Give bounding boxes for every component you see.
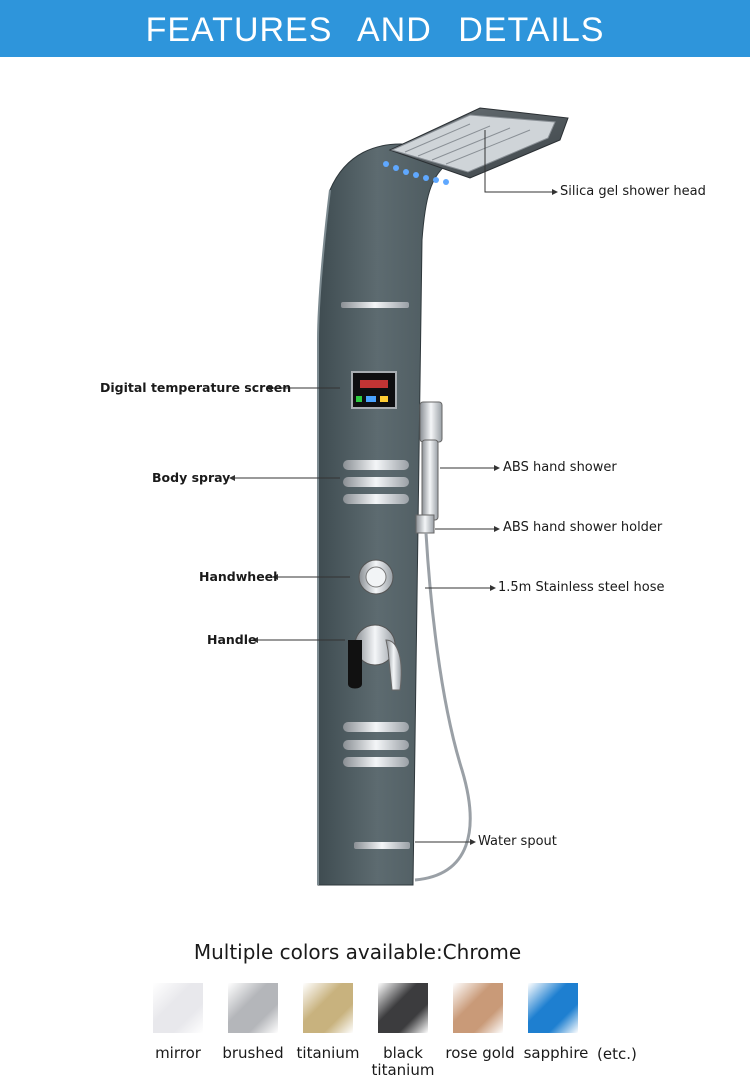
callout-hose: 1.5m Stainless steel hose <box>498 580 665 595</box>
swatch-label-titanium: titanium <box>296 1044 360 1062</box>
page-title: FEATURES AND DETAILS <box>145 11 605 49</box>
swatch-label-rose-gold: rose gold <box>445 1044 515 1062</box>
handwheel <box>358 559 394 595</box>
swatch-black-titanium[interactable] <box>378 983 428 1033</box>
swatch-label-mirror: mirror <box>155 1044 201 1062</box>
callout-handle: Handle <box>207 632 257 647</box>
water-spout <box>354 842 410 849</box>
callout-temp-screen: Digital temperature screen <box>100 380 292 395</box>
callout-hand-shower-holder: ABS hand shower holder <box>503 520 663 535</box>
shower-head <box>388 107 569 179</box>
hand-shower <box>415 401 443 534</box>
swatch-mirror[interactable] <box>153 983 203 1033</box>
colors-title: Multiple colors available:Chrome <box>193 940 522 964</box>
shower-panel-illustration <box>229 107 569 886</box>
stainless-hose <box>414 532 472 882</box>
handle <box>348 624 402 691</box>
callout-shower-head: Silica gel shower head <box>560 184 706 199</box>
header-banner <box>0 0 750 57</box>
swatch-sapphire[interactable] <box>528 983 578 1033</box>
etc-note: (etc.) <box>597 1045 637 1063</box>
swatch-label-brushed: brushed <box>222 1044 284 1062</box>
swatch-brushed[interactable] <box>228 983 278 1033</box>
callout-hand-shower: ABS hand shower <box>503 460 617 475</box>
swatch-label-sapphire: sapphire <box>523 1044 589 1062</box>
callout-body-spray: Body spray <box>152 470 231 485</box>
body-spray-top <box>343 460 409 504</box>
swatch-label-black-titanium: black titanium <box>371 1044 435 1079</box>
callout-handwheel: Handwheel <box>199 569 278 584</box>
callout-water-spout: Water spout <box>478 834 557 849</box>
swatch-titanium[interactable] <box>303 983 353 1033</box>
body-spray-bottom <box>343 722 409 767</box>
digital-screen <box>351 371 397 409</box>
blue-led-lights <box>383 161 449 185</box>
swatch-rose-gold[interactable] <box>453 983 503 1033</box>
